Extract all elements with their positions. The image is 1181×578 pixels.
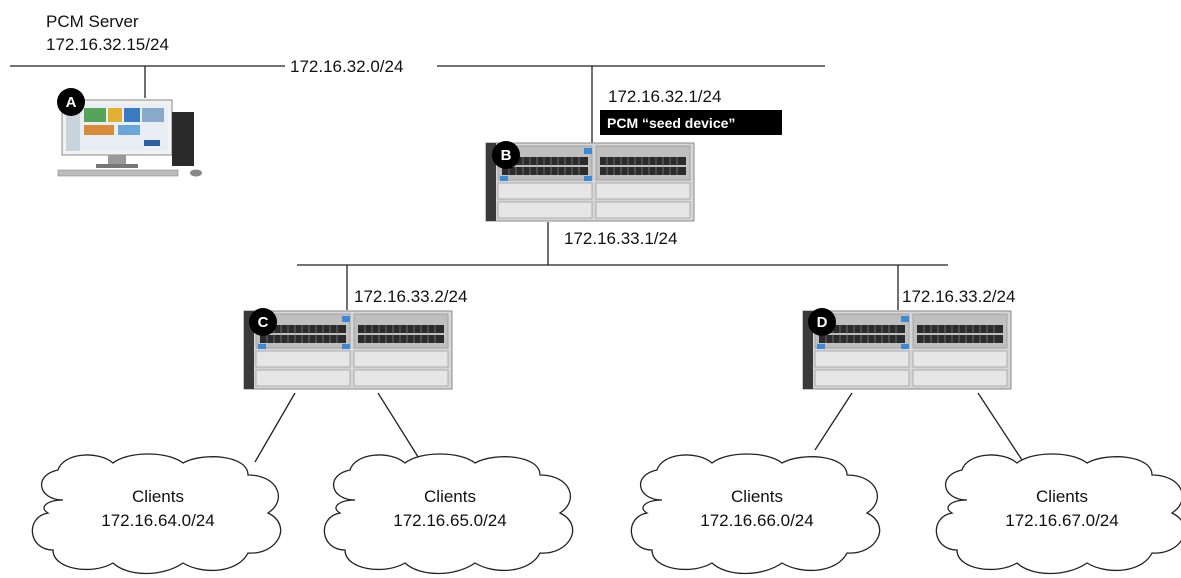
server-name: PCM Server (46, 12, 139, 31)
cloud-3-subnet: 172.16.66.0/24 (700, 511, 813, 530)
switch-d: 172.16.33.2/24 D (802, 287, 1015, 390)
server-ip: 172.16.32.15/24 (46, 35, 169, 54)
cloud-4-title: Clients (1036, 487, 1088, 506)
svg-text:C: C (258, 314, 269, 331)
cloud-3-title: Clients (731, 487, 783, 506)
client-cloud-2: Clients 172.16.65.0/24 (323, 453, 574, 575)
client-cloud-4: Clients 172.16.67.0/24 (935, 453, 1181, 575)
svg-text:B: B (501, 147, 512, 164)
cloud-1-subnet: 172.16.64.0/24 (101, 511, 214, 530)
client-cloud-1: Clients 172.16.64.0/24 (31, 453, 282, 575)
marker-d: D (808, 308, 836, 336)
marker-c: C (249, 308, 277, 336)
svg-text:A: A (66, 94, 77, 111)
cloud-2-title: Clients (424, 487, 476, 506)
seed-device-label: PCM “seed device” (607, 115, 735, 131)
switch-d-cloud3-link (814, 392, 853, 451)
svg-text:D: D (817, 314, 828, 331)
switch-c-ip: 172.16.33.2/24 (354, 287, 467, 306)
switch-c-cloud1-link (254, 392, 296, 463)
switch-d-ip: 172.16.33.2/24 (902, 287, 1015, 306)
switch-b-ip-down: 172.16.33.1/24 (564, 229, 677, 248)
pcm-server: PCM Server 172.16.32.15/24 A (46, 12, 202, 177)
switch-c-cloud2-link (377, 392, 421, 461)
top-network-label: 172.16.32.0/24 (290, 57, 403, 76)
client-cloud-3: Clients 172.16.66.0/24 (630, 453, 881, 575)
switch-b-ip-up: 172.16.32.1/24 (608, 87, 721, 106)
cloud-2-subnet: 172.16.65.0/24 (393, 511, 506, 530)
links (10, 65, 1023, 463)
marker-a: A (57, 88, 85, 116)
switch-b: 172.16.32.1/24 PCM “seed device” B 172.1… (485, 87, 782, 248)
cloud-4-subnet: 172.16.67.0/24 (1005, 511, 1118, 530)
server-computer-icon (57, 99, 202, 177)
marker-b: B (492, 141, 520, 169)
switch-d-cloud4-link (977, 392, 1023, 461)
cloud-1-title: Clients (132, 487, 184, 506)
seed-device-badge (600, 110, 782, 135)
switch-c: 172.16.33.2/24 C (243, 287, 467, 390)
